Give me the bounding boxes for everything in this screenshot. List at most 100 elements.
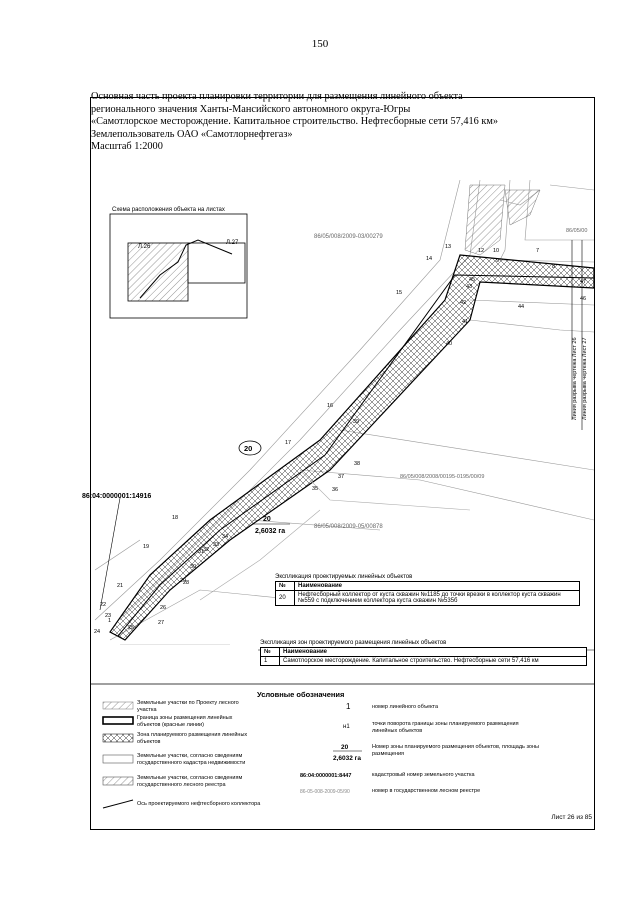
- drawing-frame: [90, 97, 595, 830]
- turning-point-label: 25: [128, 625, 134, 631]
- turning-point-label: 46: [580, 296, 586, 302]
- turning-point-label: 16: [327, 403, 333, 409]
- explication-2-col-no: №: [260, 647, 280, 657]
- explication-1-title: Экспликация проектируемых линейных объек…: [275, 574, 413, 580]
- legend-left-2: Граница зоны размещения линейных объекто…: [137, 715, 233, 728]
- turning-point-label: 33: [213, 542, 219, 548]
- turning-point-label: 45: [469, 277, 475, 283]
- legend-left-3: Зона планируемого размещения линейных об…: [137, 732, 248, 745]
- turning-point-label: 23: [105, 613, 111, 619]
- legend-title: Условные обозначения: [257, 690, 345, 699]
- zone-area: 2,6032 га: [255, 528, 285, 535]
- legend-left-1: Земельные участки по Проекту лесного уча…: [137, 700, 239, 713]
- cadastral-left: 86:04:0000001:14916: [82, 493, 151, 500]
- turning-point-label: 15: [396, 290, 402, 296]
- explication-1-col-name: Наименование: [294, 581, 580, 591]
- legend-desc-point: точки поворота границы зоны планируемого…: [372, 721, 519, 734]
- cadastral-right: 86/05/008/2008/00195-0195/00/09: [400, 474, 484, 480]
- turning-point-label: 28: [183, 580, 189, 586]
- explication-linear-objects: Экспликация проектируемых линейных объек…: [275, 574, 580, 606]
- legend-left-4: Земельные участки, согласно сведениям го…: [137, 753, 246, 766]
- turning-point-label: 34: [222, 534, 228, 540]
- legend-sym-point: н1: [343, 724, 350, 730]
- explication-1-row-name: Нефтесборный коллектор от куста скважин …: [294, 590, 580, 606]
- parcel-lines: [94, 180, 594, 645]
- inset-sheet-b: Л.27: [226, 240, 239, 246]
- break-line-2: Линия разрыва чертежа Лист 27: [582, 337, 588, 420]
- turning-point-label: 12: [478, 248, 484, 254]
- explication-2-title: Экспликация зон проектируемого размещени…: [260, 640, 447, 646]
- turning-point-label: 37: [338, 474, 344, 480]
- inset-sheet-a: Л.26: [138, 244, 151, 250]
- turning-point-label: 44: [518, 304, 524, 310]
- turning-point-label: 19: [143, 544, 149, 550]
- explication-2-row-name: Самотлорское месторождение. Капитальное …: [279, 656, 587, 666]
- location-scheme: [109, 213, 248, 319]
- turning-point-label: 39: [353, 419, 359, 425]
- cadastral-top: 86/05/008/2009-03/00279: [314, 234, 383, 240]
- header-line-5: Масштаб 1:2000: [91, 141, 163, 153]
- turning-point-label: 43: [466, 284, 472, 290]
- legend-sym-zone-area: 2,6032 га: [333, 755, 361, 762]
- explication-1-row-no: 20: [275, 590, 295, 606]
- legend-desc-number: номер линейного объекта: [372, 704, 439, 710]
- turning-point-label: 24: [94, 629, 100, 635]
- legend-symbols: [102, 701, 362, 809]
- turning-point-label: 7: [536, 248, 539, 254]
- turning-point-label: 42: [460, 300, 466, 306]
- turning-point-label: 31: [198, 549, 204, 555]
- table-row: 20 Нефтесборный коллектор от куста скваж…: [275, 590, 580, 606]
- turning-point-label: 10: [493, 248, 499, 254]
- turning-point-label: 21: [117, 583, 123, 589]
- turning-points: 1789101213141516171819212223242526272829…: [94, 244, 586, 635]
- cadastral-top-right: 86/05/00: [566, 228, 587, 234]
- turning-point-label: 47: [580, 279, 586, 285]
- header-line-1: Основная часть проекта планировки террит…: [91, 91, 463, 102]
- legend-desc-zone: Номер зоны планируемого размещения объек…: [372, 744, 539, 757]
- zone-number: 20: [244, 444, 252, 453]
- legend-left-5: Земельные участки, согласно сведениям го…: [137, 775, 243, 788]
- pipeline-axis: [117, 274, 594, 637]
- header-line-4: Землепользователь ОАО «Самотлорнефтегаз»: [91, 128, 293, 140]
- turning-point-label: 27: [158, 620, 164, 626]
- turning-point-label: 9: [496, 258, 499, 264]
- explication-2-row-no: 1: [260, 656, 280, 666]
- turning-point-label: 8: [552, 264, 555, 270]
- turning-point-label: 32: [203, 547, 209, 553]
- break-line-1: Линия разрыва чертежа Лист 26: [572, 337, 578, 420]
- zone-number-circle: [238, 440, 262, 456]
- sheet-label: Лист 26 из 85: [551, 814, 592, 821]
- cadastral-mid: 86/05/008/2009-05/00878: [314, 524, 383, 530]
- legend-sym-number: 1: [346, 702, 351, 711]
- explication-2-col-name: Наименование: [279, 647, 587, 657]
- explication-1-col-no: №: [275, 581, 295, 591]
- turning-point-label: 29: [180, 578, 186, 584]
- turning-point-label: 40: [446, 341, 452, 347]
- page-number: 150: [311, 38, 329, 50]
- turning-point-label: 41: [462, 319, 468, 325]
- inset-title: Схема расположения объекта на листах: [112, 207, 225, 213]
- drawing-header: Основная часть проекта планировки террит…: [91, 91, 498, 154]
- turning-point-label: 1: [108, 618, 111, 624]
- forest-parcel: [464, 184, 506, 256]
- table-row: 1 Самотлорское месторождение. Капитально…: [260, 656, 587, 666]
- turning-point-label: 38: [354, 461, 360, 467]
- header-line-2: регионального значения Ханты-Мансийского…: [91, 103, 411, 115]
- zone-label: 20: [263, 516, 271, 523]
- turning-point-label: 13: [445, 244, 451, 250]
- explication-zones: Экспликация зон проектируемого размещени…: [260, 640, 587, 666]
- turning-point-label: 36: [332, 487, 338, 493]
- legend-sym-forest: 86-05-008-2009-05/90: [300, 789, 350, 795]
- turning-point-label: 17: [285, 440, 291, 446]
- legend-left-6: Ось проектируемого нефтесборного коллект…: [137, 801, 261, 807]
- turning-point-label: 22: [100, 602, 106, 608]
- legend-sym-cad: 86:04:0000001:8447: [300, 773, 351, 779]
- legend-sym-zone-no: 20: [341, 744, 349, 751]
- legend-desc-cad: кадастровый номер земельного участка: [372, 772, 475, 778]
- turning-point-label: 18: [172, 515, 178, 521]
- header-line-3: «Самотлорское месторождение. Капитальное…: [91, 116, 499, 128]
- turning-point-label: 26: [160, 605, 166, 611]
- turning-point-label: 14: [426, 256, 432, 262]
- legend-desc-forest: номер в государственном лесном реестре: [372, 788, 481, 794]
